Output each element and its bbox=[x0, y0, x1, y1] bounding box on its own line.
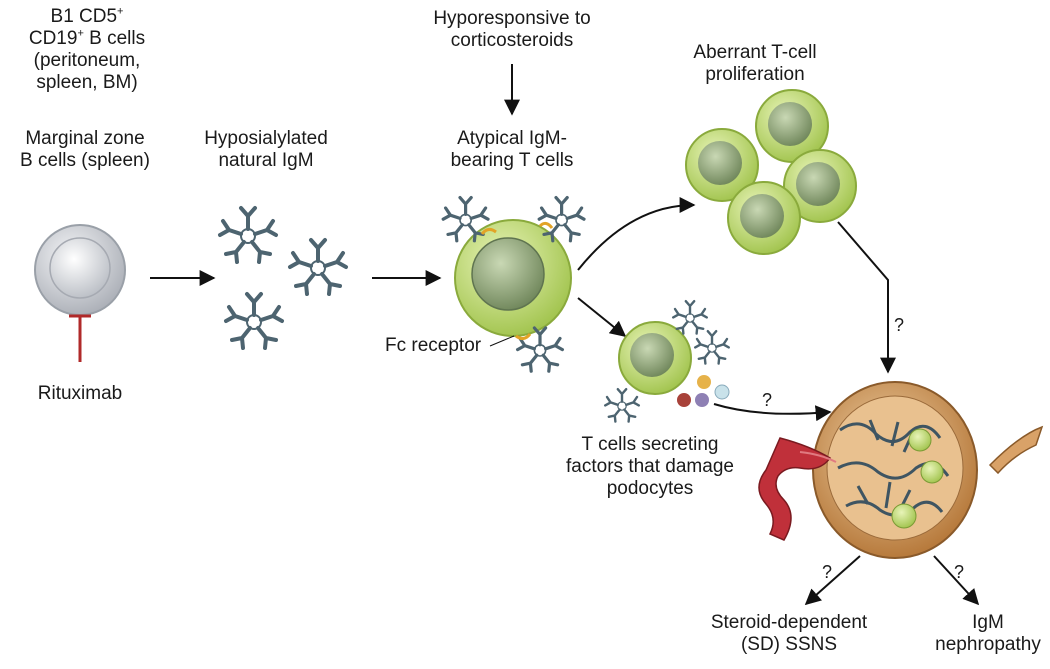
label-rituximab: Rituximab bbox=[37, 383, 123, 404]
label-hyposialylated-igm: Hyposialylated natural IgM bbox=[204, 128, 328, 171]
label-b1-cells: B1 CD5+ CD19+ B cells (peritoneum, splee… bbox=[28, 5, 146, 93]
fc-receptor-pointer bbox=[489, 335, 515, 347]
secreting-t-cell bbox=[604, 300, 730, 423]
label-igm-nephropathy: IgM nephropathy bbox=[935, 612, 1041, 655]
b-cell bbox=[34, 224, 126, 316]
igm-bearing-t-cell bbox=[441, 196, 586, 373]
question-mark-igm-nephropathy: ? bbox=[954, 562, 965, 582]
proliferating-t-cells bbox=[685, 89, 857, 255]
label-atypical-t-cells: Atypical IgM- bearing T cells bbox=[450, 128, 574, 171]
question-mark-proliferation: ? bbox=[894, 315, 905, 335]
label-t-cells-secreting: T cells secreting factors that damage po… bbox=[566, 434, 734, 499]
igm-pentamers bbox=[218, 206, 348, 350]
question-mark-sd-ssns: ? bbox=[822, 562, 833, 582]
label-hyporesponsive: Hyporesponsive to corticosteroids bbox=[433, 8, 591, 51]
label-sd-ssns: Steroid-dependent (SD) SSNS bbox=[710, 612, 868, 655]
rituximab-inhibition bbox=[69, 314, 91, 362]
arrow-to-sd-ssns bbox=[804, 555, 861, 606]
arrow-to-igm-nephropathy bbox=[933, 555, 980, 606]
label-marginal-zone: Marginal zone B cells (spleen) bbox=[20, 128, 150, 171]
question-mark-factors: ? bbox=[762, 390, 773, 410]
label-fc-receptor: Fc receptor bbox=[385, 335, 482, 356]
arrow-factors-to-glomerulus bbox=[713, 403, 832, 422]
label-aberrant-proliferation: Aberrant T-cell proliferation bbox=[693, 42, 817, 85]
glomerulus bbox=[758, 381, 1044, 559]
arrow-tcell-to-proliferation bbox=[577, 197, 696, 271]
arrow-proliferation-to-glomerulus bbox=[837, 221, 896, 374]
arrow-tcell-to-secreting bbox=[577, 297, 627, 338]
